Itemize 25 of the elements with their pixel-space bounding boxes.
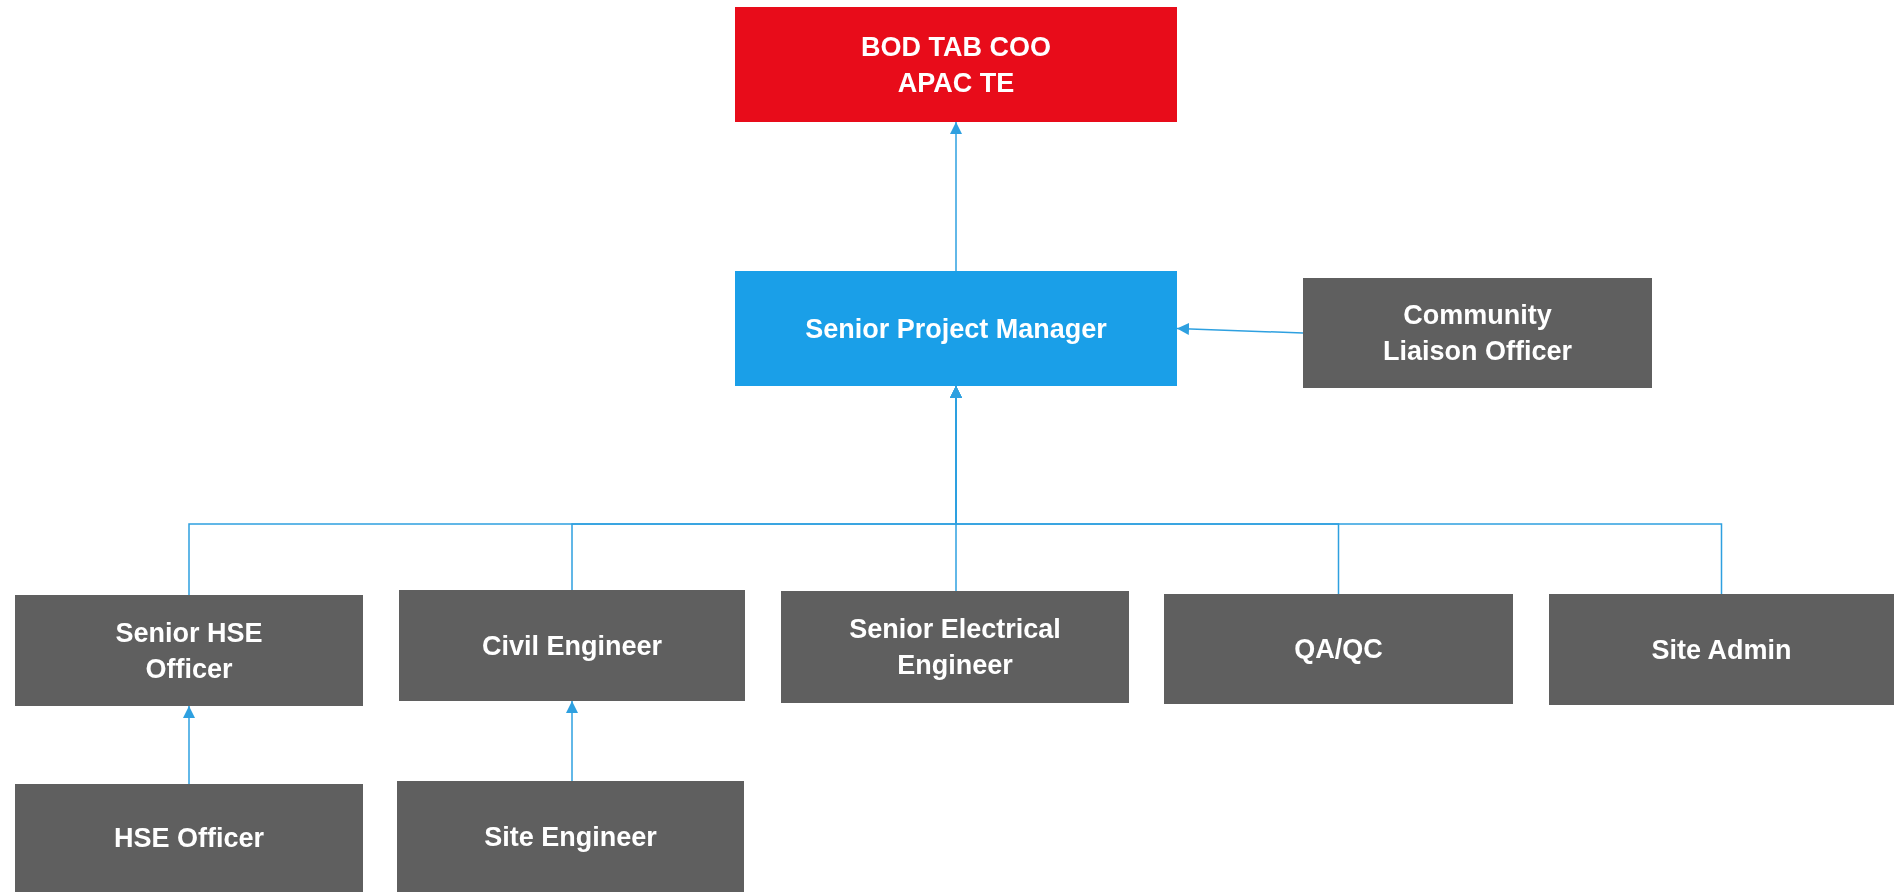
role-title: Senior Project Manager [805,312,1107,346]
role-box [15,784,363,892]
role-title: Site Admin [1651,633,1792,667]
role-box [1549,594,1894,705]
role-title: QA/QC [1294,633,1383,666]
role-box [1164,594,1513,704]
role-box [399,590,745,701]
connector-arrow [950,385,1723,595]
connector-arrow [950,121,962,272]
role-box [735,7,1177,122]
role-title: Community Liaison Officer [1381,299,1573,368]
role-title: Senior HSE Officer [114,616,264,686]
connector-arrow [183,705,195,785]
role-box [735,271,1177,386]
role-box [15,595,363,706]
role-title: Senior Electrical Engineer [848,613,1062,682]
role-title: Civil Engineer [481,629,663,663]
role-title: Site Engineer [484,820,657,854]
role-box [1303,278,1652,388]
role-box [781,591,1129,703]
role-title: BOD TAB COO APAC TE [860,30,1052,100]
role-box [397,781,744,892]
role-title: HSE Officer [113,822,264,855]
connector-arrow [566,700,578,782]
connector-arrow [1176,322,1304,335]
